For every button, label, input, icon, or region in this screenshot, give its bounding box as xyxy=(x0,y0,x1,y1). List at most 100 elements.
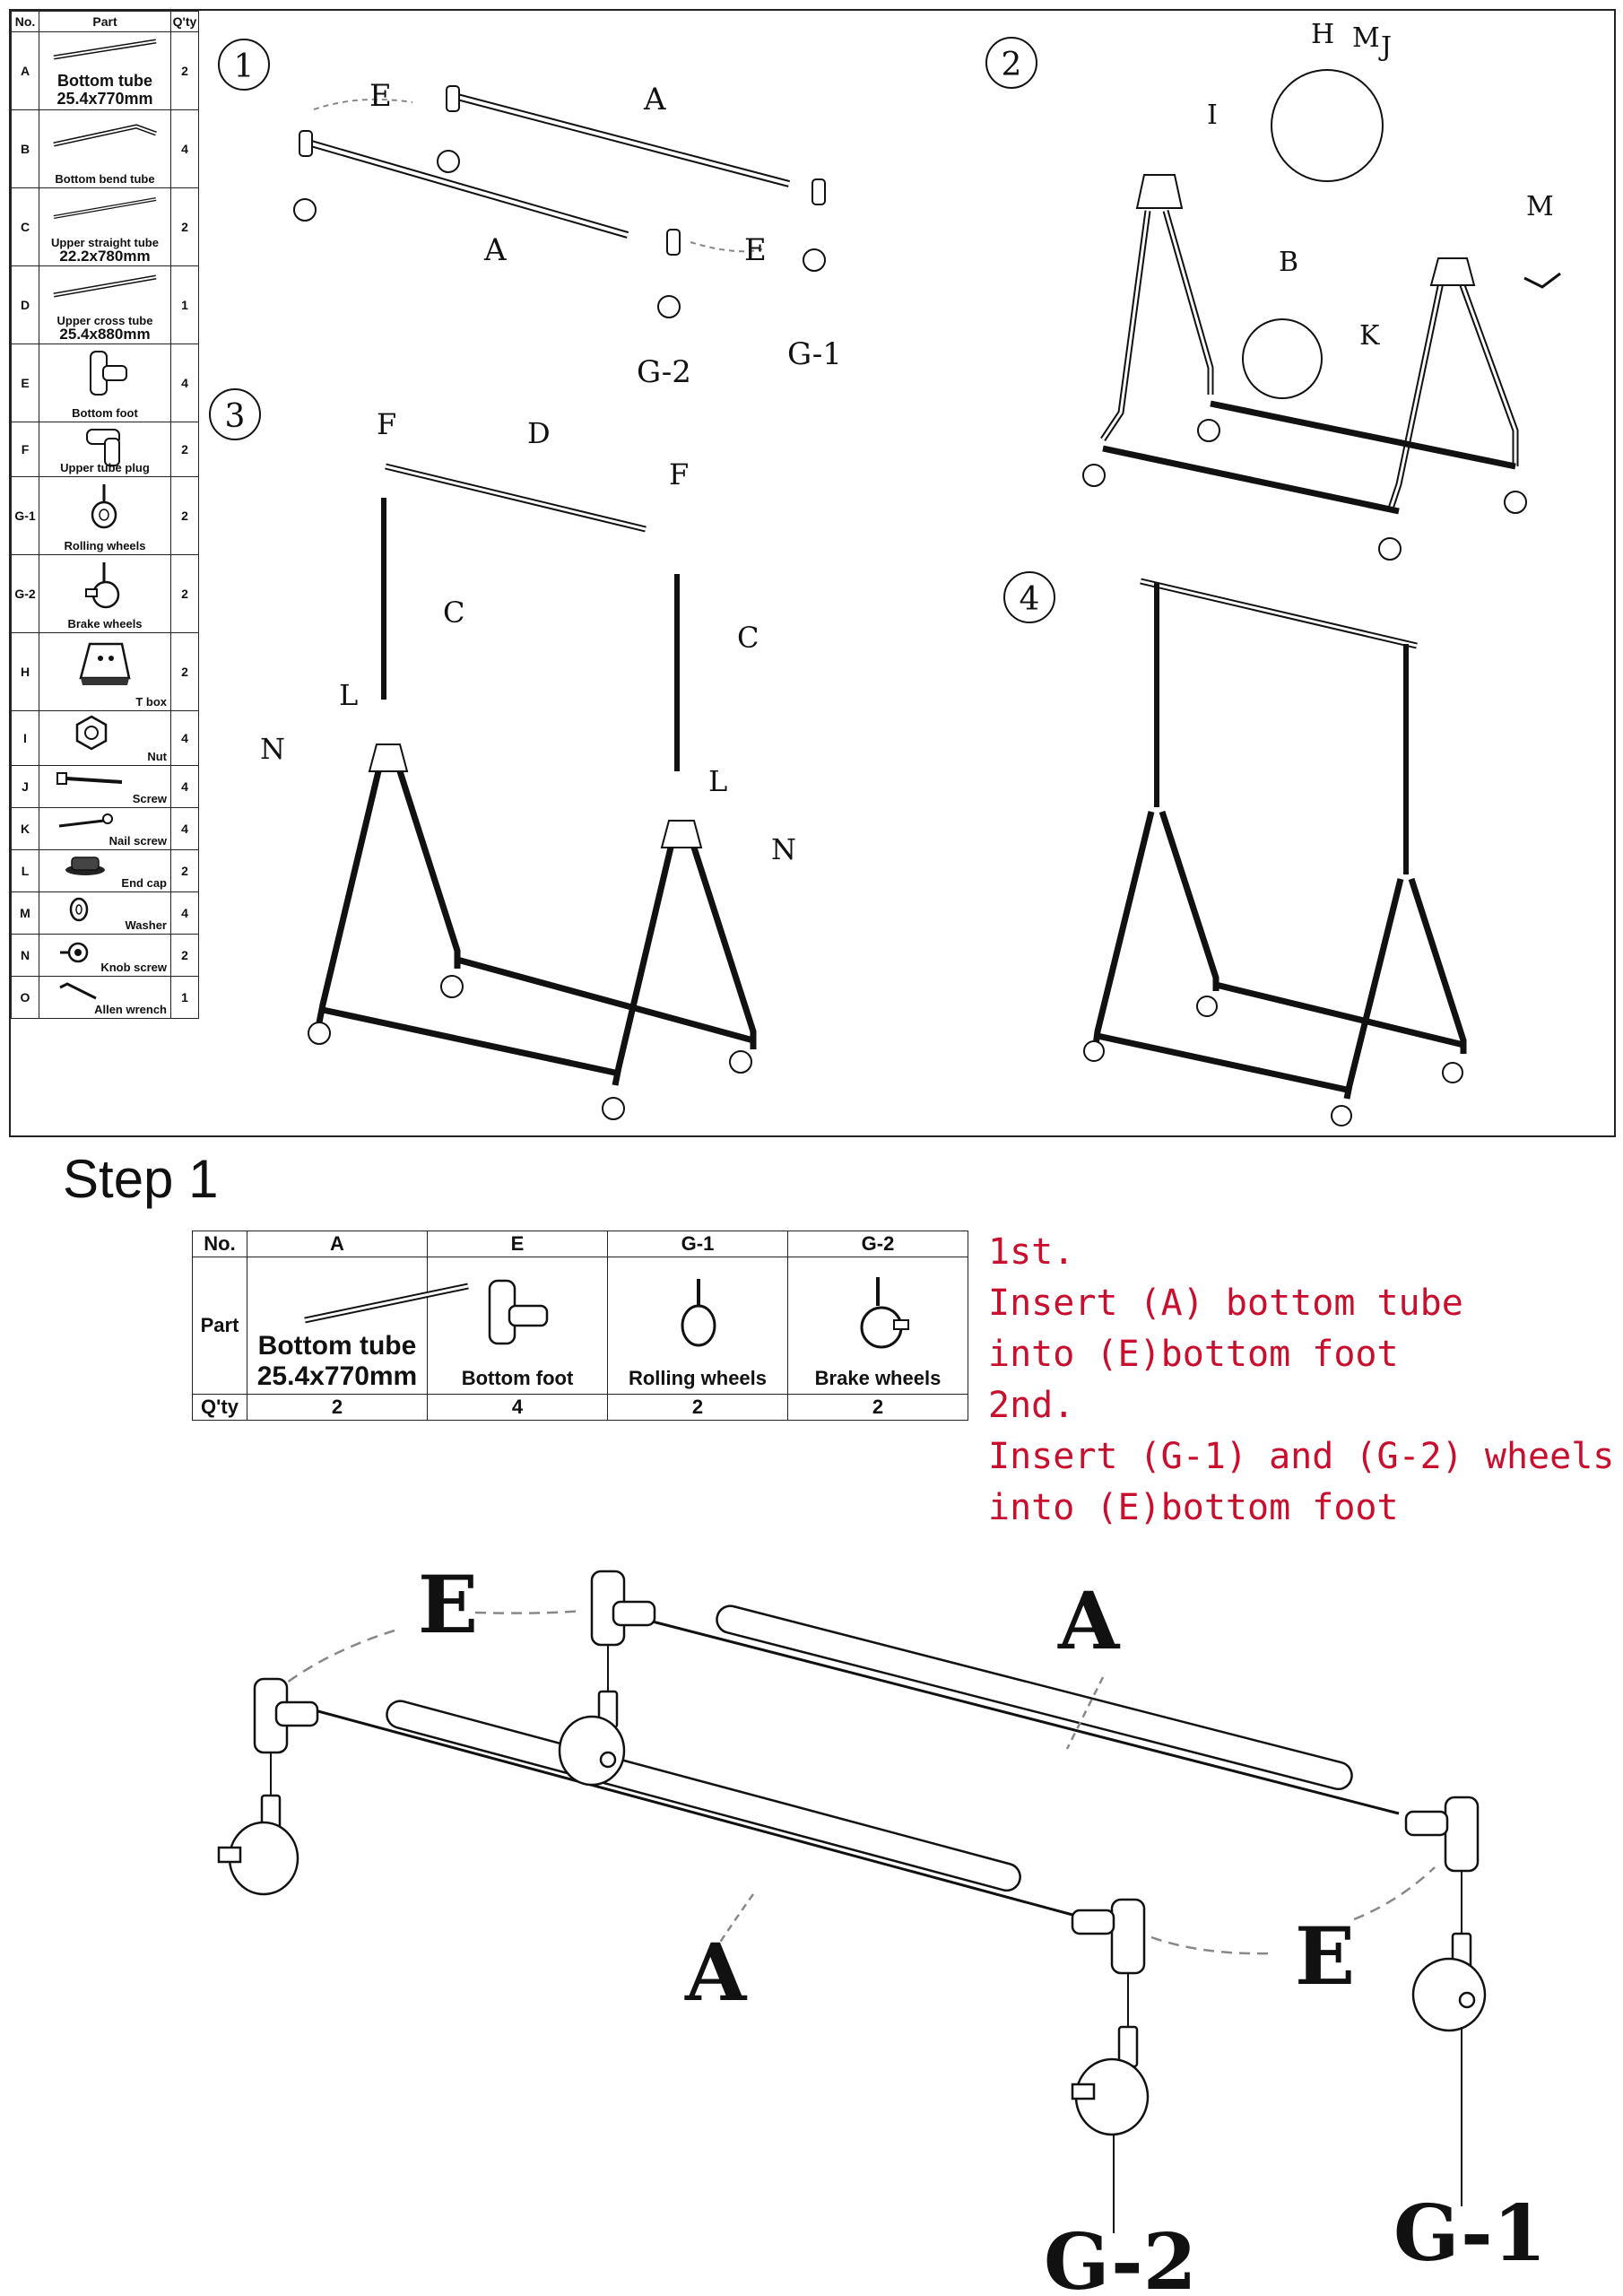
panel2-label-j: J xyxy=(1378,31,1392,63)
part-label: Brake wheels xyxy=(67,617,143,631)
parts-table-header: No. Part Q'ty xyxy=(11,11,199,32)
part-label: Nut xyxy=(147,750,167,763)
part-label: Nail screw xyxy=(108,834,167,848)
part-label: Screw xyxy=(132,792,167,805)
panel3-label-c-right: C xyxy=(737,621,759,655)
part-spec: 25.4x770mm xyxy=(56,90,153,108)
part-qty: 4 xyxy=(170,344,199,422)
panel1-label-a-top: A xyxy=(643,82,666,117)
step1-col-no: A xyxy=(247,1231,428,1257)
part-no: H xyxy=(11,632,39,711)
part-qty: 2 xyxy=(170,632,199,711)
brake-wheel-front-left xyxy=(217,1794,299,1896)
part-no: L xyxy=(11,849,39,892)
part-qty: 4 xyxy=(170,109,199,188)
parts-row-g2: G-2 Brake wheels 2 xyxy=(11,554,199,633)
part-cell: Knob screw xyxy=(39,934,171,977)
step1-label: Bottom tube xyxy=(257,1331,417,1361)
step-circle-4 xyxy=(1003,571,1055,623)
step1-label-a-back: A xyxy=(1057,1574,1121,1667)
part-qty: 2 xyxy=(170,934,199,977)
panel1-label-g2: G-2 xyxy=(637,354,691,390)
part-no: O xyxy=(11,976,39,1019)
panel2-label-m: M xyxy=(1352,22,1380,54)
bottom-tube-back xyxy=(716,1605,1353,1791)
part-label: Bottom foot xyxy=(72,406,138,420)
bottom-foot-back-right xyxy=(1444,1796,1480,1873)
step1-label-e-back: E xyxy=(418,1558,478,1651)
part-qty: 2 xyxy=(170,187,199,266)
part-cell: Rolling wheels xyxy=(39,476,171,555)
part-cell: T box xyxy=(39,632,171,711)
instruction-line: Insert (G-1) and (G-2) wheels xyxy=(988,1436,1615,1477)
part-label: T box xyxy=(135,695,167,709)
parts-row-e: E Bottom foot 4 xyxy=(11,344,199,422)
part-cell: Screw xyxy=(39,765,171,808)
elbow-plug-icon xyxy=(86,429,120,466)
step1-cell-brake-wheels: Brake wheels xyxy=(787,1257,968,1395)
part-qty: 4 xyxy=(170,765,199,808)
panel-1-base-exploded xyxy=(293,85,826,318)
part-qty: 4 xyxy=(170,807,199,850)
allen-wrench-icon xyxy=(59,982,97,1000)
panel1-label-a-bottom: A xyxy=(483,232,507,268)
step1-qty: 4 xyxy=(427,1394,608,1421)
t-connector-icon xyxy=(90,351,127,396)
step1-label-g2: G-2 xyxy=(1044,2217,1197,2296)
step1-cell-rolling-wheels: Rolling wheels xyxy=(607,1257,788,1395)
step1-header-qty: Q'ty xyxy=(192,1394,247,1421)
step-circle-1 xyxy=(218,39,270,91)
panel-3-uprights xyxy=(308,463,757,1120)
panel1-label-g1: G-1 xyxy=(787,336,842,372)
step1-cell-bottom-foot: Bottom foot xyxy=(427,1257,608,1395)
part-cell: Bottom bend tube xyxy=(39,109,171,188)
part-cell: Upper tube plug xyxy=(39,422,171,477)
parts-row-j: J Screw 4 xyxy=(11,765,199,808)
part-no: J xyxy=(11,765,39,808)
part-label: Upper tube plug xyxy=(60,461,150,474)
part-label: End cap xyxy=(121,876,167,890)
tube-icon xyxy=(53,39,157,60)
part-spec: 22.2x780mm xyxy=(59,248,151,265)
panel3-label-l-left: L xyxy=(339,678,358,712)
step1-col-no: G-1 xyxy=(607,1231,788,1257)
instruction-line: into (E)bottom foot xyxy=(988,1487,1399,1528)
part-no: G-2 xyxy=(11,554,39,633)
parts-row-o: O Allen wrench 1 xyxy=(11,976,199,1019)
instruction-line: 1st. xyxy=(988,1231,1075,1273)
step1-header-part: Part xyxy=(192,1257,247,1395)
bottom-foot-front-right xyxy=(1110,1898,1146,1975)
part-label: Knob screw xyxy=(100,961,167,974)
step-circle-2 xyxy=(985,37,1037,89)
part-label: Rolling wheels xyxy=(64,539,146,552)
bottom-tube-front xyxy=(386,1700,1021,1892)
part-qty: 1 xyxy=(170,265,199,344)
step-number-3-text: 3 xyxy=(225,398,246,435)
panel3-label-l-right: L xyxy=(708,764,727,798)
step1-label-a-front: A xyxy=(684,1926,748,2019)
parts-row-b: B Bottom bend tube 4 xyxy=(11,109,199,188)
part-label: Washer xyxy=(125,918,167,932)
t-box-icon xyxy=(79,642,131,685)
panel3-label-d: D xyxy=(527,416,551,450)
part-cell: Brake wheels xyxy=(39,554,171,633)
part-no: I xyxy=(11,710,39,766)
step-title: Step 1 xyxy=(63,1149,219,1209)
part-cell: Nut xyxy=(39,710,171,766)
overview-drawings: ① 1 2 3 4 E A A E G-1 G-2 xyxy=(209,19,1561,1126)
header-part: Part xyxy=(39,11,171,32)
part-spec: 25.4x880mm xyxy=(59,326,151,343)
step1-table-qty-row: Q'ty 2 4 2 2 xyxy=(192,1394,968,1421)
step1-col-no: G-2 xyxy=(787,1231,968,1257)
panel3-label-c-left: C xyxy=(443,596,464,630)
part-label: Allen wrench xyxy=(94,1003,167,1016)
parts-row-l: L End cap 2 xyxy=(11,849,199,892)
parts-row-h: H T box 2 xyxy=(11,632,199,711)
